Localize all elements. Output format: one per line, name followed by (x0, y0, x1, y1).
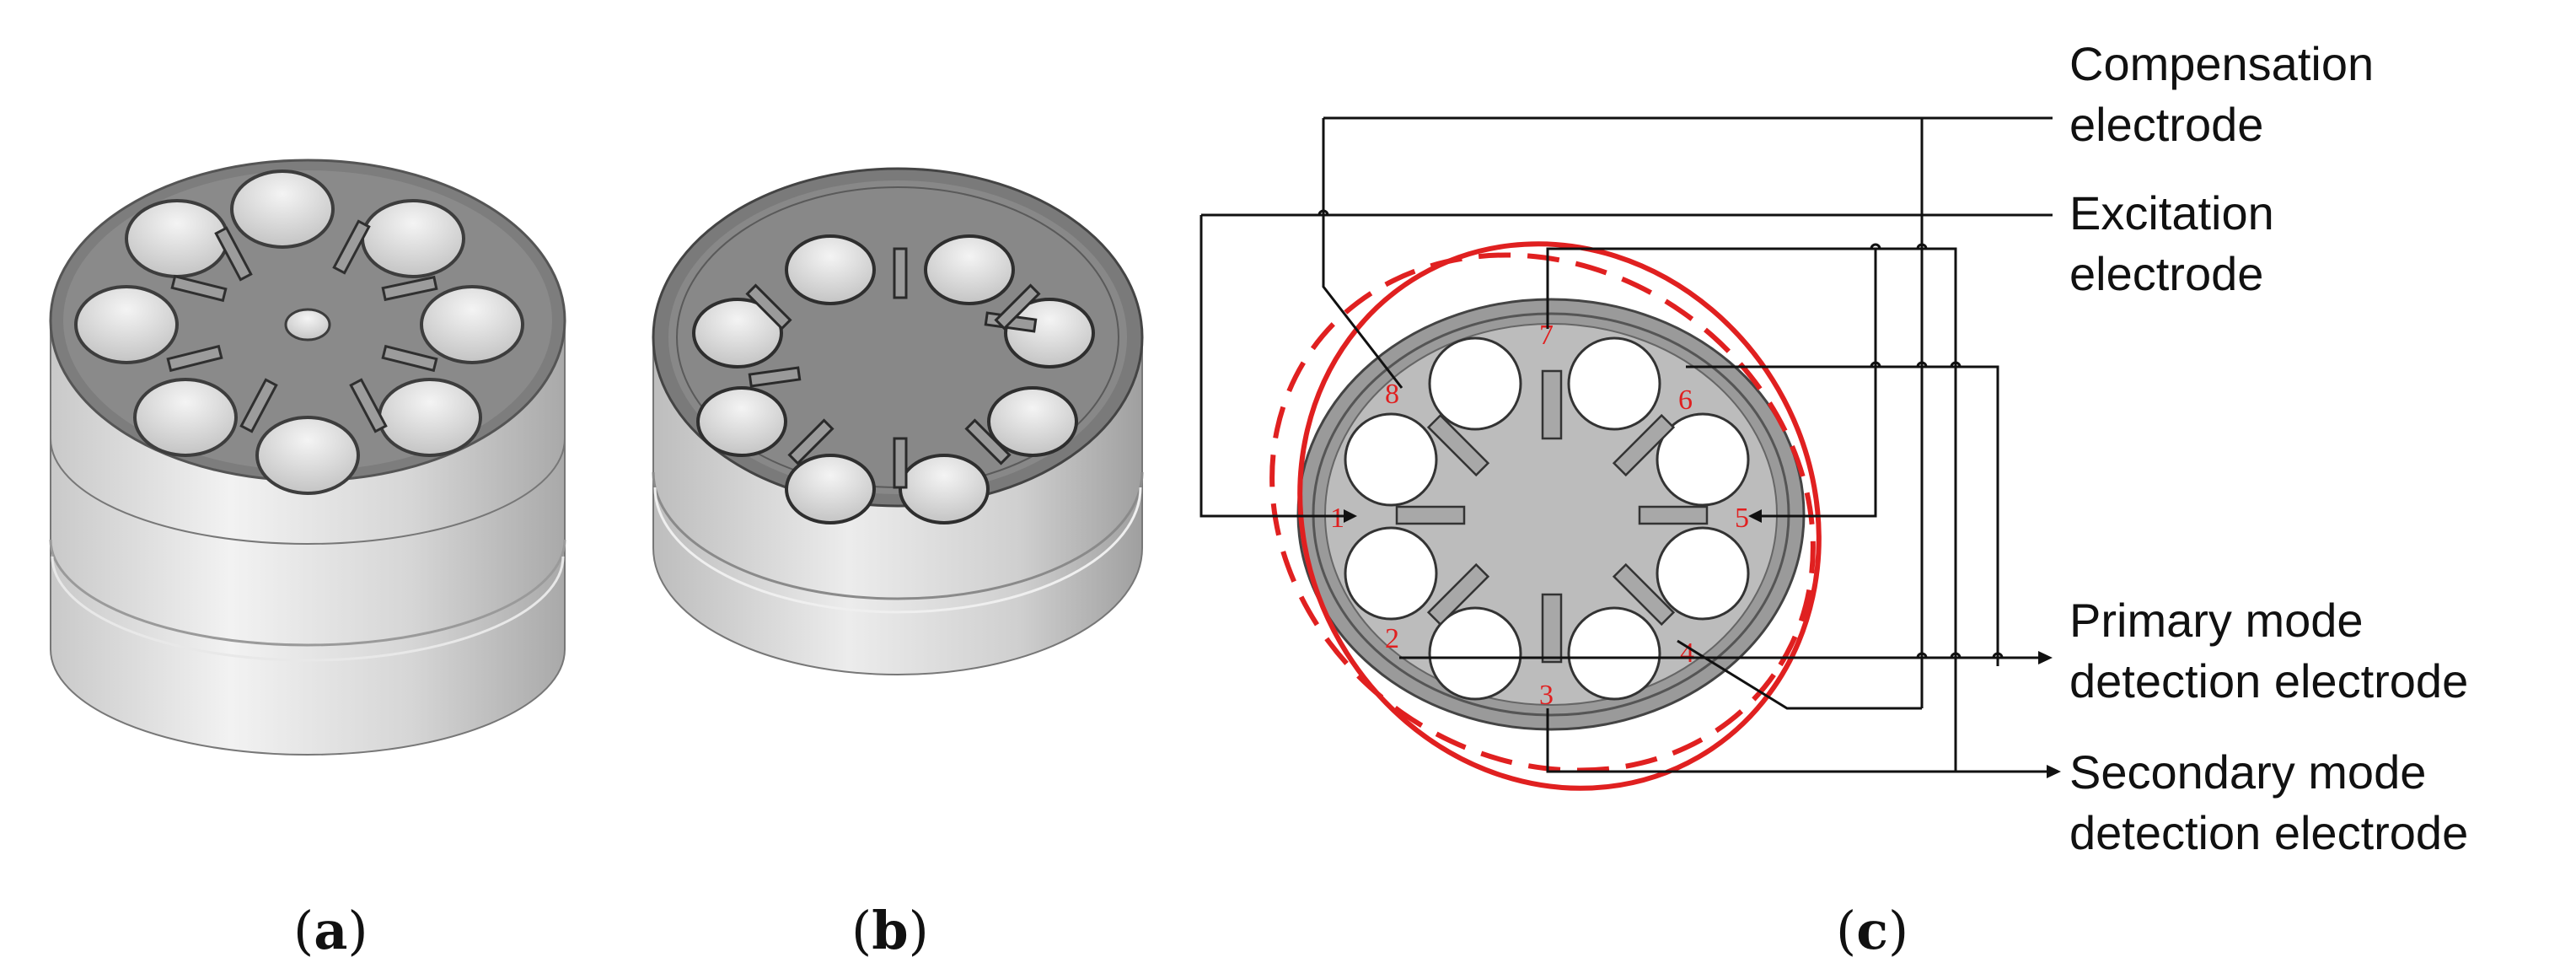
electrode-number-5: 5 (1735, 503, 1749, 534)
caption-b: (b) (851, 900, 929, 961)
electrode-6 (1612, 413, 1676, 477)
electrode-number-3: 3 (1539, 680, 1554, 711)
electrode-1 (1395, 505, 1466, 525)
label-primary-mode-detection-electrode: Primary mode detection electrode (2069, 594, 2468, 707)
arrow-secondary (2047, 765, 2061, 778)
label-compensation-electrode: Compensation electrode (2069, 37, 2387, 151)
label-secondary-mode-detection-electrode: Secondary mode detection electrode (2069, 745, 2468, 859)
wiring (1199, 116, 2053, 773)
electrode-number-7: 7 (1539, 320, 1554, 351)
electrode-7 (1541, 369, 1563, 440)
electrode-number-1: 1 (1330, 503, 1344, 534)
electrode-number-4: 4 (1680, 637, 1694, 669)
mode-shape-dashed (1269, 252, 1816, 773)
electrode-8 (1426, 413, 1490, 477)
electrode-2 (1426, 562, 1490, 627)
electrode-5 (1638, 505, 1709, 525)
electrode-4 (1612, 562, 1676, 627)
arrow-electrode-1 (1344, 509, 1357, 523)
caption-c: (c) (1836, 900, 1908, 961)
mode-shape-solid (1297, 241, 1822, 791)
electrode-number-8: 8 (1385, 379, 1399, 410)
arrow-primary (2038, 651, 2053, 664)
panel-a-resonator-3d (49, 159, 566, 756)
electrode-number-2: 2 (1385, 623, 1399, 654)
panel-b-resonator-3d (652, 167, 1144, 675)
electrode-number-6: 6 (1678, 385, 1693, 416)
electrode-3 (1541, 593, 1563, 664)
arrow-electrode-5 (1748, 509, 1762, 523)
caption-a: (a) (293, 900, 368, 961)
panel-c-electrode-schematic: 1 2 3 4 5 6 7 8 (1199, 37, 2468, 859)
label-excitation-electrode: Excitation electrode (2069, 186, 2287, 300)
